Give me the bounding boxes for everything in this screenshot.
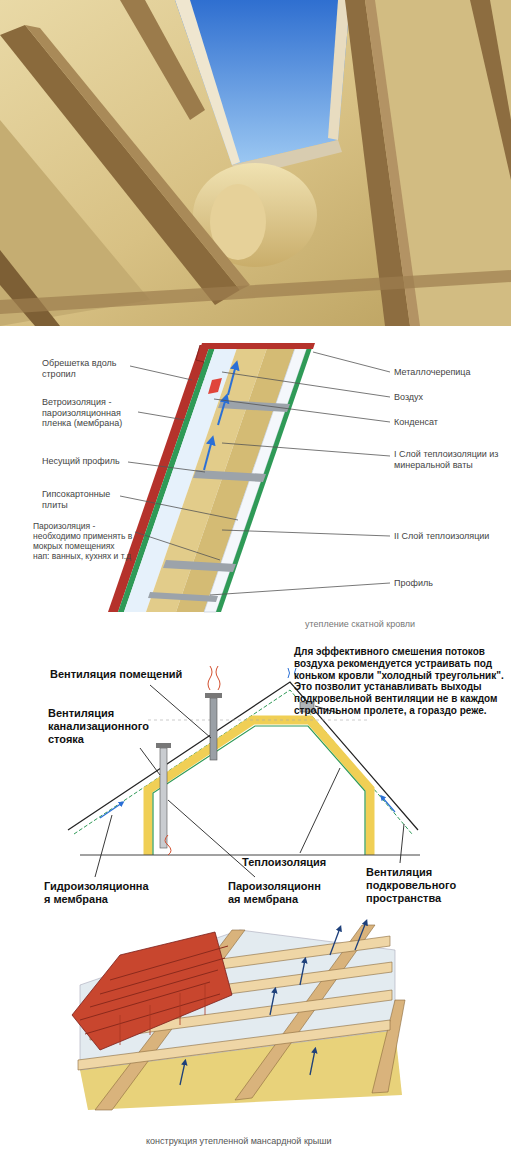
part-label: II Слой теплоизоляции <box>394 531 504 542</box>
part-label: Профиль <box>394 578 504 589</box>
part-label: Воздух <box>394 392 504 403</box>
attic-photo <box>0 0 511 326</box>
part-label: Вентиляция помещений <box>50 668 200 681</box>
part-label: Гидроизоляционна я мембрана <box>44 880 149 906</box>
part-label: Вентиляция подкровельного пространства <box>366 866 491 905</box>
part-label: Обрешетка вдоль стропил <box>42 358 127 379</box>
part-label: I Слой теплоизоляции из минеральной ваты <box>394 449 502 470</box>
part-label: Вентиляция канализационного стояка <box>48 707 166 746</box>
part-label: Металлочерепица <box>394 367 504 378</box>
part-label: Теплоизоляция <box>242 856 352 869</box>
part-label: Пароизоляционн ая мембрана <box>228 880 326 906</box>
part-label: Ветроизоляция - пароизоляционная пленка … <box>42 397 137 429</box>
part-label: Гипсокартонные плиты <box>42 489 118 510</box>
roof-section <box>108 343 390 612</box>
figure-caption: утепление скатной кровли <box>305 619 485 630</box>
note-text: Для эффективного смешения потоков воздух… <box>294 646 506 717</box>
part-label: Пароизоляция - необходимо применять в мо… <box>33 521 133 561</box>
part-label: Несущий профиль <box>42 456 127 467</box>
part-label: Конденсат <box>394 417 504 428</box>
figure-caption: конструкция утепленной мансардной крыши <box>146 1136 406 1147</box>
